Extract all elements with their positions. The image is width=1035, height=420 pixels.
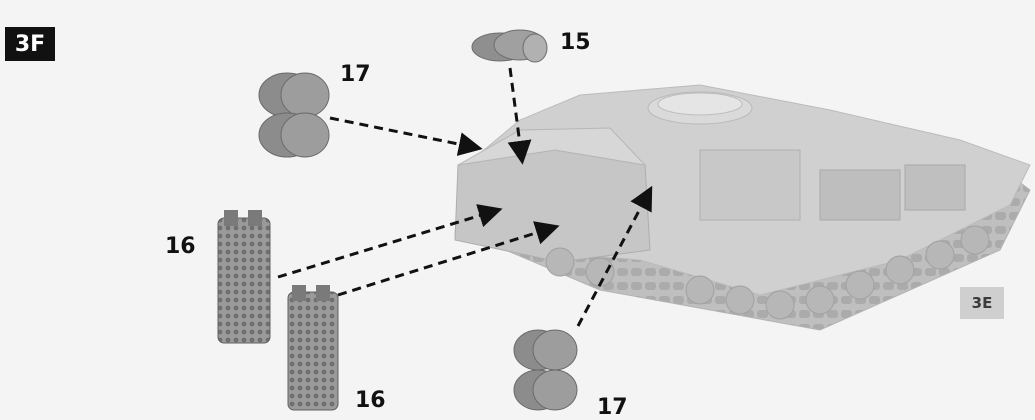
vehicle-hull [454, 84, 1031, 331]
part-17-top-barrels [258, 72, 330, 158]
part-label-16-right: 16 [355, 388, 386, 413]
part-15-barrels [471, 29, 548, 63]
part-label-17-bottom: 17 [597, 395, 628, 420]
step-badge: 3F [5, 27, 55, 61]
part-label-17-top: 17 [340, 62, 371, 87]
arrow-part-16-left [277, 204, 503, 279]
part-16-left-track [217, 210, 271, 344]
arrow-part-15 [507, 67, 532, 165]
arrow-part-16-right [337, 221, 560, 297]
arrow-part-17-bottom [576, 185, 653, 327]
part-17-bottom-barrels [513, 329, 578, 411]
part-16-right-track [287, 285, 339, 411]
part-label-15: 15 [560, 30, 591, 55]
reference-badge: 3E [960, 287, 1004, 319]
part-label-16-left: 16 [165, 234, 196, 259]
arrow-part-17-top [329, 116, 483, 156]
